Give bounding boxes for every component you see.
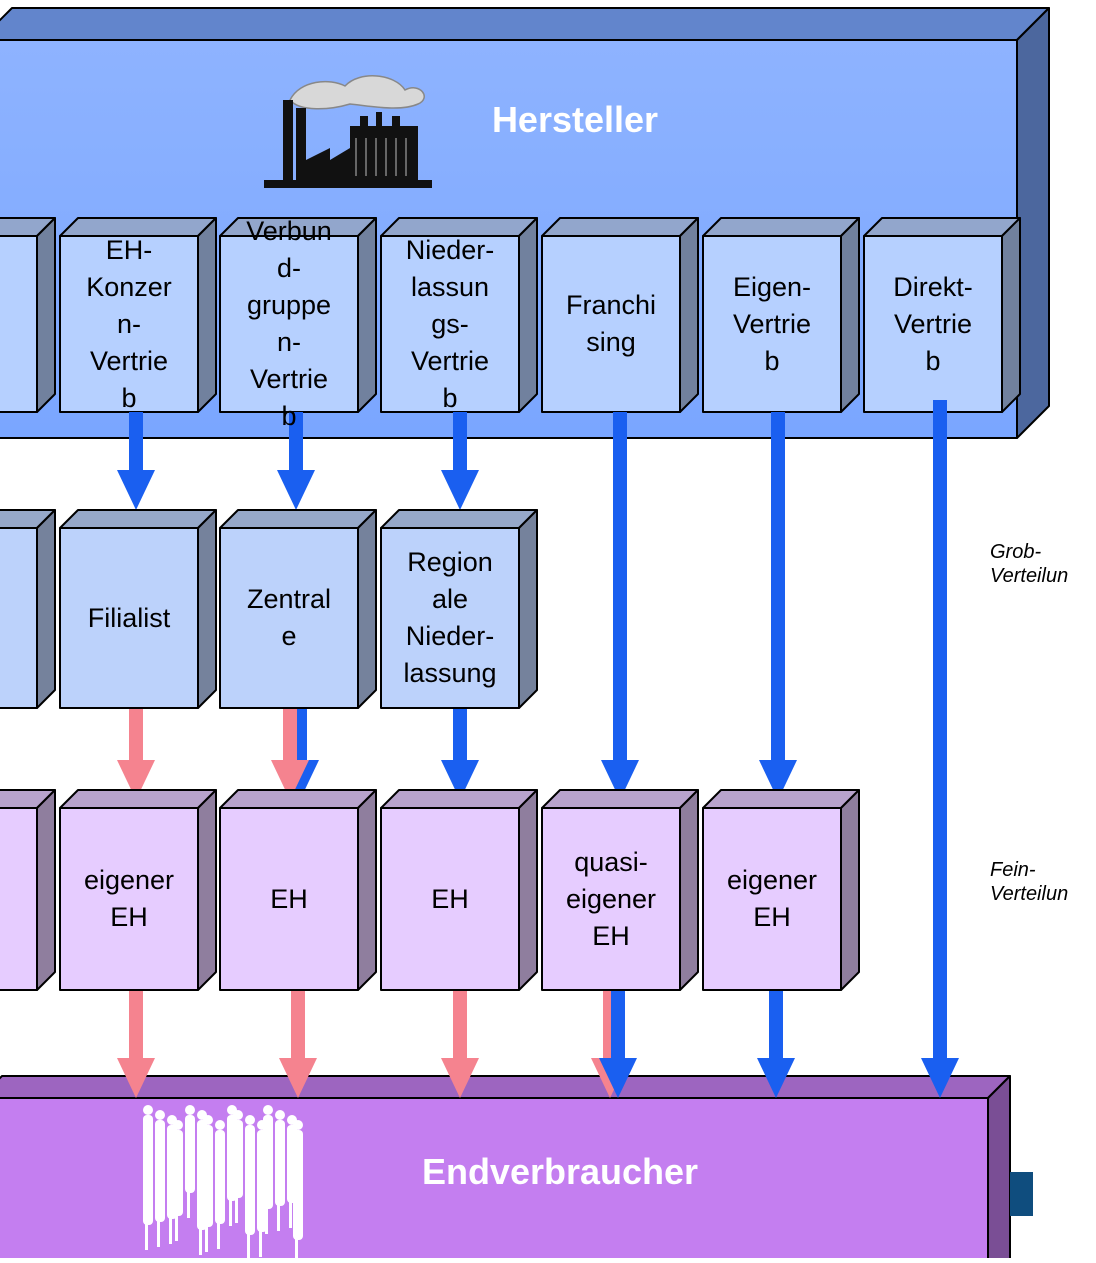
label-grob-verteilung: Grob- Verteilun bbox=[990, 541, 1069, 587]
box-zentrale bbox=[219, 509, 377, 709]
box-direkt-vertrieb-front-face bbox=[863, 235, 1003, 413]
label-eh-konzern: EH- Konzer n- Vertrie b bbox=[86, 234, 172, 413]
label-niederlassungs: Nieder- lassun gs- Vertrie b bbox=[405, 234, 495, 413]
arrow-eh-1-to-consumer bbox=[279, 990, 317, 1098]
box-zentrale-front-face bbox=[219, 527, 359, 709]
box-eigen-vertrieb bbox=[702, 217, 860, 413]
arrow-filialist-to-eigener-eh bbox=[117, 708, 155, 800]
box-eh-konzern-front-face bbox=[59, 235, 199, 413]
label-cut: an eb bbox=[0, 236, 37, 412]
box-cut-front-face bbox=[0, 235, 38, 413]
box-eigen-vertrieb-front-face bbox=[702, 235, 842, 413]
label-quasi-eigener-eh: quasi- eigener EH bbox=[565, 846, 657, 951]
box-verbundgruppen bbox=[219, 217, 377, 413]
box-niederlassungs-front-face bbox=[380, 235, 520, 413]
box-eigener-eh-2 bbox=[702, 789, 860, 991]
box-niederlassungs bbox=[380, 217, 538, 413]
label-direkt-vertrieb: Direkt- Vertrie b bbox=[893, 271, 973, 376]
arrow-niederlassung-to-regional bbox=[441, 412, 479, 510]
label-eigen-vertrieb: Eigen- Vertrie b bbox=[732, 271, 812, 376]
arrow-regional-to-eh bbox=[441, 708, 479, 800]
endverbraucher-title: Endverbraucher bbox=[421, 1151, 699, 1192]
factory-icon bbox=[264, 75, 432, 188]
box-regionale-niederlassung-front-face bbox=[380, 527, 520, 709]
box-eh-konzern bbox=[59, 217, 217, 413]
label-eigener-eh-1: eigener EH bbox=[83, 865, 175, 932]
label-eh-2: EH bbox=[431, 883, 469, 914]
box-quasi-eigener-eh bbox=[541, 789, 699, 991]
box-verbundgruppen-front-face bbox=[219, 235, 359, 413]
arrow-eh-2-to-consumer bbox=[441, 990, 479, 1098]
box-filialist-front-face bbox=[59, 527, 199, 709]
label-regionale-niederlassung: Region ale Nieder- lassung bbox=[403, 547, 497, 688]
box-regionale-niederlassung bbox=[380, 509, 538, 709]
box-cut-front-face bbox=[0, 807, 38, 991]
label-zentrale: Zentral e bbox=[246, 584, 332, 651]
arrow-verbund-to-zentrale bbox=[277, 412, 315, 510]
box-cut bbox=[0, 789, 56, 991]
box-filialist bbox=[59, 509, 217, 709]
box-cut bbox=[0, 217, 56, 413]
box-eh-2 bbox=[380, 789, 538, 991]
label-verbundgruppen: Verbun d- gruppe n- Vertrie b bbox=[246, 216, 332, 431]
box-eigener-eh-2-front-face bbox=[702, 807, 842, 991]
box-direkt-vertrieb bbox=[863, 217, 1021, 413]
box-eh-1 bbox=[219, 789, 377, 991]
people-icon bbox=[143, 1105, 303, 1263]
arrow-eigen-to-eigener-eh bbox=[759, 412, 797, 800]
label-eh-1: EH bbox=[270, 883, 308, 914]
box-eigener-eh-1-front-face bbox=[59, 807, 199, 991]
arrow-quasi-to-consumer bbox=[599, 990, 637, 1098]
box-franchising-front-face bbox=[541, 235, 681, 413]
label-fein-verteilung: Fein- Verteilun bbox=[990, 859, 1069, 905]
box-quasi-eigener-eh-front-face bbox=[541, 807, 681, 991]
box-eigener-eh-1 bbox=[59, 789, 217, 991]
corner-square bbox=[1010, 1172, 1033, 1216]
label-filialist: Filialist bbox=[87, 602, 171, 633]
arrow-franchising-to-quasi bbox=[601, 412, 639, 800]
arrow-zentrale-to-eh-pink bbox=[271, 708, 309, 800]
hersteller-title: Hersteller bbox=[491, 99, 659, 140]
box-eh-1-front-face bbox=[219, 807, 359, 991]
box-cut bbox=[0, 509, 56, 709]
arrow-eigener-eh-1-to-consumer bbox=[117, 990, 155, 1098]
label-franchising: Franchi sing bbox=[565, 290, 657, 357]
box-eh-2-front-face bbox=[380, 807, 520, 991]
box-franchising bbox=[541, 217, 699, 413]
arrow-direkt-to-consumer bbox=[921, 400, 959, 1098]
label-eigener-eh-2: eigener EH bbox=[726, 865, 818, 932]
box-cut-front-face bbox=[0, 527, 38, 709]
arrow-eigener-eh-2-to-consumer bbox=[757, 990, 795, 1098]
arrow-eh-konzern-to-filialist bbox=[117, 412, 155, 510]
